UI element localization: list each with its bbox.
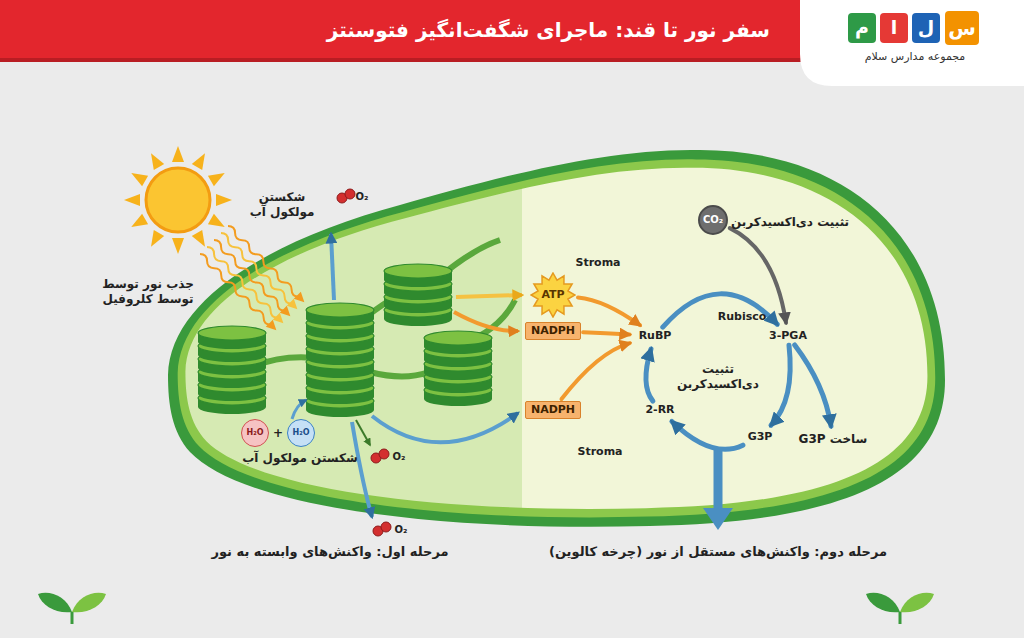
page-title: سفر نور تا قند: ماجرای شگفت‌انگیز فتوسنت…: [327, 18, 770, 42]
node-text: RuBP: [639, 330, 672, 343]
process-note: شکستن مولکول آب: [249, 190, 315, 220]
region-label: Stroma: [577, 445, 622, 459]
flow-connector: [583, 332, 630, 334]
header-banner: [0, 0, 1024, 86]
node-text: ATP: [541, 289, 564, 302]
plus-sign: +: [273, 426, 283, 441]
node-text: س: [948, 17, 976, 40]
leaf-icon: [866, 593, 934, 624]
enzyme-label: Rubisco: [718, 310, 767, 324]
molecule-label: O₂: [393, 451, 406, 464]
logo-letter: س: [945, 11, 979, 45]
node-text: 3-PGA: [769, 330, 807, 343]
node-text: G3P: [748, 431, 773, 444]
logo-letter: ا: [880, 13, 908, 43]
flow-arrows: [292, 234, 522, 517]
process-note: جذب نور توسط توسط کلروفیل: [98, 277, 198, 307]
thylakoid-stack: [424, 331, 492, 406]
water-molecule: H₂O: [287, 419, 315, 447]
stroma-lamellae: [250, 240, 515, 376]
cycle-center-label: تثبیت دی‌اکسیدکربن: [673, 362, 763, 392]
nadph-box: NADPH: [525, 401, 581, 420]
light-rays: [196, 222, 307, 333]
logo-letter: ل: [912, 13, 940, 43]
node-text: ا: [891, 17, 898, 39]
atp-burst: ATP: [530, 272, 576, 318]
flow-connector: [646, 349, 653, 401]
flow-connector: [663, 294, 777, 327]
cycle-step: 3-PGA: [766, 329, 810, 344]
process-note: تثبیت دی‌اکسیدکربن: [731, 215, 849, 230]
node-text: NADPH: [531, 325, 575, 338]
thylakoid-stack: [384, 264, 452, 326]
node-text: CO₂: [703, 214, 723, 226]
thylakoid-stack: [198, 326, 266, 414]
cycle-step: RuBP: [636, 329, 675, 344]
output-arrow: [703, 448, 733, 530]
node-text: ساخت G3P: [799, 433, 868, 447]
node-text: 2-RR: [645, 404, 674, 417]
node-text: NADPH: [531, 404, 575, 417]
stage-caption: مرحله اول: واکنش‌های وابسته به نور: [211, 544, 448, 560]
node-text: H₂O: [293, 428, 310, 437]
node-text: ل: [918, 17, 935, 39]
flow-connector: [771, 345, 790, 425]
water-molecule: H₂O: [241, 419, 269, 447]
cycle-step: G3P: [745, 430, 776, 445]
co2-circle: CO₂: [698, 205, 728, 235]
node-text: م: [855, 17, 869, 39]
thylakoid-stack: [306, 303, 374, 417]
process-note: شکستن مولکول آب: [242, 451, 358, 466]
stage-caption: مرحله دوم: واکنش‌های مستقل از نور (چرخه …: [549, 544, 887, 560]
molecule-label: O₂: [356, 191, 369, 204]
brand-name: مجموعه مدارس سلام: [865, 50, 966, 64]
oxygen-molecule: [337, 189, 391, 536]
cycle-output: ساخت G3P: [796, 432, 871, 448]
flow-connector: [562, 343, 630, 399]
flow-connector: [795, 345, 831, 426]
molecule-label: O₂: [395, 524, 408, 537]
node-text: H₂O: [247, 428, 264, 437]
flow-connector: [578, 297, 640, 325]
logo-letter: م: [848, 13, 876, 43]
cycle-step: 2-RR: [642, 403, 677, 418]
flow-connector: [672, 422, 743, 450]
region-label: Stroma: [575, 256, 620, 270]
leaf-icon: [38, 593, 106, 624]
sun: [124, 146, 232, 254]
nadph-box: NADPH: [525, 322, 581, 341]
